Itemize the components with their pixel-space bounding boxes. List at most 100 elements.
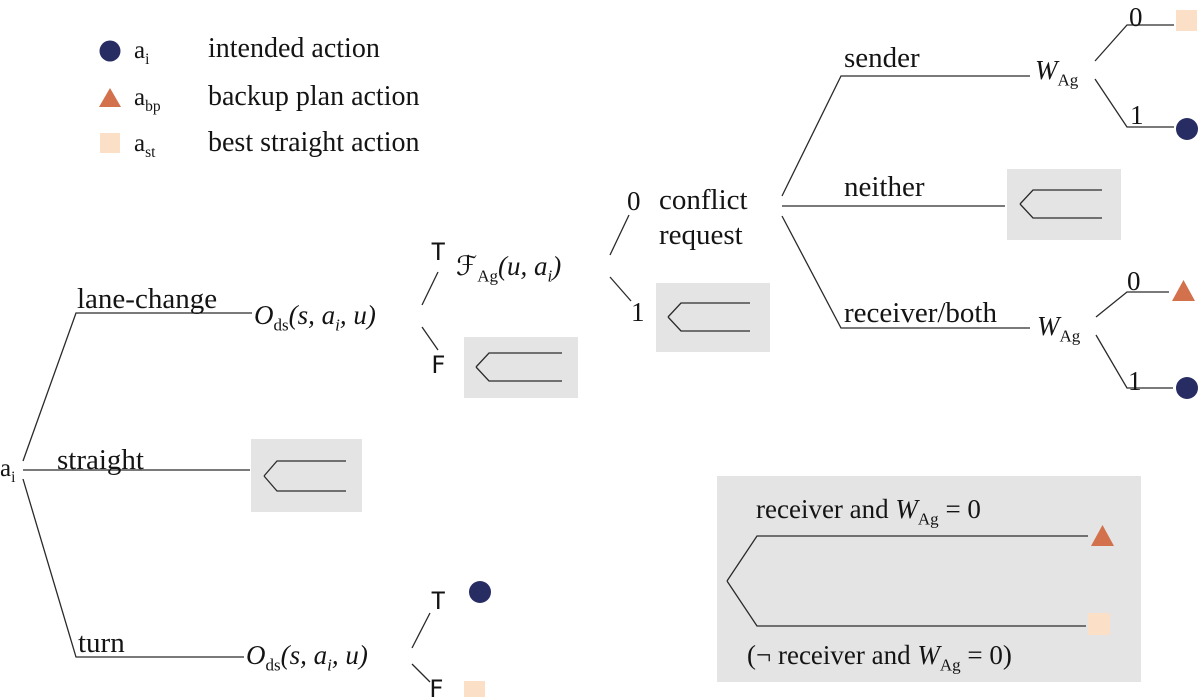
edge-ods2-false [411, 663, 431, 683]
box-top-wsub: Ag [917, 509, 939, 529]
ods-base: O [246, 640, 266, 670]
fag-base: ℱ [456, 251, 478, 281]
legend-backup-desc: backup plan action [208, 81, 420, 112]
legend-intended-symbol-label: ai [134, 37, 149, 69]
legend-straight-symbol-label: ast [134, 130, 155, 162]
root-base: a [0, 455, 12, 482]
branch-label-turn: turn [78, 627, 125, 659]
edge-wag-sender-one [1094, 78, 1174, 128]
legend-backup-symbol-label: abp [134, 84, 161, 116]
legend-intended-base: a [134, 37, 146, 64]
edge-label-one-wag-sender: 1 [1130, 100, 1144, 130]
box-bottom-wsub: Ag [939, 655, 961, 675]
edge-label-false-ods1: F [431, 351, 446, 379]
conflict-line2: request [659, 219, 743, 251]
edge-fag-one [609, 276, 632, 302]
node-ods-lane-change: Ods(s, ai, u) [254, 300, 376, 335]
edge-wag-receiver-one [1095, 334, 1173, 389]
edge-ods1-false [421, 326, 439, 351]
edge-label-false-ods2: F [429, 675, 444, 697]
collapsed-box-neither [1007, 169, 1121, 240]
edge-label-one-fag: 1 [631, 297, 645, 327]
legend-intended-sub: i [145, 51, 150, 68]
legend-straight-sub: st [145, 144, 156, 161]
branch-label-receiver-both: receiver/both [844, 297, 997, 329]
ods-base: O [254, 300, 274, 330]
box-label-not-receiver-wag0: (¬ receiver and WAg = 0) [747, 640, 1012, 675]
legend-straight-square-icon [100, 133, 120, 153]
legend-backup-triangle-icon [99, 88, 121, 107]
edge-root-turn [22, 478, 244, 658]
edge-ods1-true [421, 271, 439, 306]
ods-sub: ds [273, 315, 289, 335]
edge-fag-zero [609, 214, 630, 256]
box-bottom-pre: (¬ receiver and [747, 640, 918, 670]
straight-action-marker-sender-zero [1176, 10, 1197, 31]
fag-args1: (u, a [498, 251, 548, 281]
branch-label-straight: straight [57, 444, 144, 476]
box-top-pre: receiver and [756, 494, 896, 524]
intended-action-marker-receiver-one [1176, 377, 1198, 399]
ods-args2: , u) [339, 300, 376, 330]
straight-action-marker-turn-false [464, 681, 485, 697]
branch-label-lane-change: lane-change [77, 283, 218, 315]
node-wag-receiver: WAg [1037, 311, 1080, 346]
wag-sub: Ag [1059, 326, 1081, 346]
edge-wag-sender-zero [1094, 24, 1174, 62]
ods-sub: ds [265, 655, 281, 675]
subtree-glyph-straight [263, 460, 346, 492]
legend-intended-desc: intended action [208, 33, 380, 64]
backup-action-marker-box-top [1091, 525, 1114, 546]
node-fag: ℱAg(u, ai) [456, 251, 561, 286]
root-sub: i [11, 469, 16, 486]
legend-straight-desc: best straight action [208, 127, 420, 158]
intended-action-marker-turn-true [469, 581, 491, 603]
edge-box-receiver-top [726, 535, 1088, 582]
node-wag-sender: WAg [1035, 55, 1078, 90]
edge-label-zero-fag: 0 [627, 186, 641, 216]
edge-conflict-sender [781, 75, 1030, 197]
legend-backup-sub: bp [145, 98, 161, 115]
edge-root-lane-change [22, 312, 252, 462]
fag-sub: Ag [477, 266, 499, 286]
edge-ods2-true [411, 612, 431, 649]
edge-conflict-receiver-both [781, 215, 1030, 329]
wag-base: W [1035, 55, 1058, 85]
edge-label-one-wag-receiver: 1 [1128, 366, 1142, 396]
collapsed-box-f-branch [464, 337, 578, 398]
edge-label-zero-wag-receiver: 0 [1127, 266, 1141, 296]
intended-action-marker-sender-one [1176, 118, 1198, 140]
collapsed-box-one-branch [656, 283, 770, 352]
edge-label-zero-wag-sender: 0 [1129, 2, 1143, 32]
conflict-line1: conflict [659, 184, 748, 216]
ods-argsub: i [335, 315, 340, 335]
ods-args2: , u) [331, 640, 368, 670]
ods-args1: (s, a [288, 300, 336, 330]
subtree-glyph-f-branch [475, 352, 562, 382]
node-ods-turn: Ods(s, ai, u) [246, 640, 368, 675]
receiver-case-box [717, 476, 1141, 682]
subtree-glyph-one-branch [667, 302, 750, 332]
box-top-wbase: W [895, 494, 918, 524]
edge-label-true-ods1: T [431, 238, 446, 266]
edge-wag-receiver-zero [1095, 291, 1169, 318]
box-label-receiver-wag0: receiver and WAg = 0 [756, 494, 981, 529]
legend-backup-base: a [134, 84, 146, 111]
legend-straight-base: a [134, 130, 146, 157]
fag-argsub: i [547, 266, 553, 286]
root-node-label: ai [0, 455, 15, 487]
subtree-glyph-neither [1019, 189, 1102, 219]
box-bottom-post: = 0) [960, 640, 1012, 670]
backup-action-marker-receiver-zero [1172, 280, 1195, 301]
collapsed-box-straight [251, 439, 362, 512]
node-conflict-request: conflict request [659, 183, 748, 253]
wag-sub: Ag [1057, 70, 1079, 90]
ods-args1: (s, a [280, 640, 328, 670]
branch-label-sender: sender [844, 42, 920, 74]
box-top-post: = 0 [938, 494, 981, 524]
fag-args2: ) [552, 251, 562, 281]
edge-label-true-ods2: T [431, 587, 446, 615]
wag-base: W [1037, 311, 1060, 341]
